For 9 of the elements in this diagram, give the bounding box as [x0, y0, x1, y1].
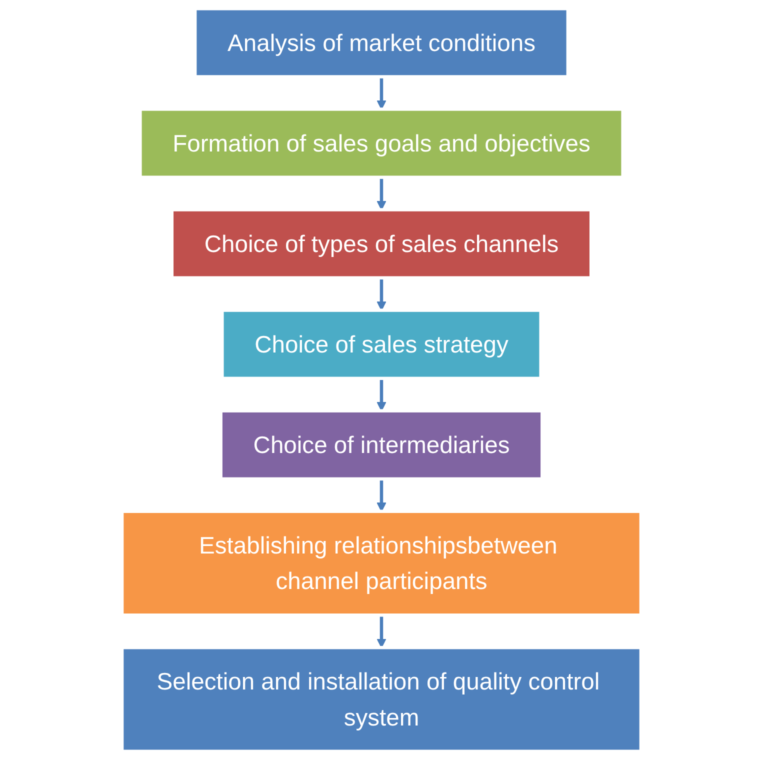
arrow [376, 615, 386, 648]
arrow [376, 278, 386, 311]
arrow [376, 177, 386, 210]
arrow [376, 76, 386, 110]
arrow [376, 378, 386, 412]
node-box: Choice of sales strategy [220, 308, 542, 380]
arrow [376, 478, 386, 512]
node-box: Formation of sales goals and objectives [138, 108, 624, 179]
node-box: Choice of intermediaries [219, 409, 544, 481]
